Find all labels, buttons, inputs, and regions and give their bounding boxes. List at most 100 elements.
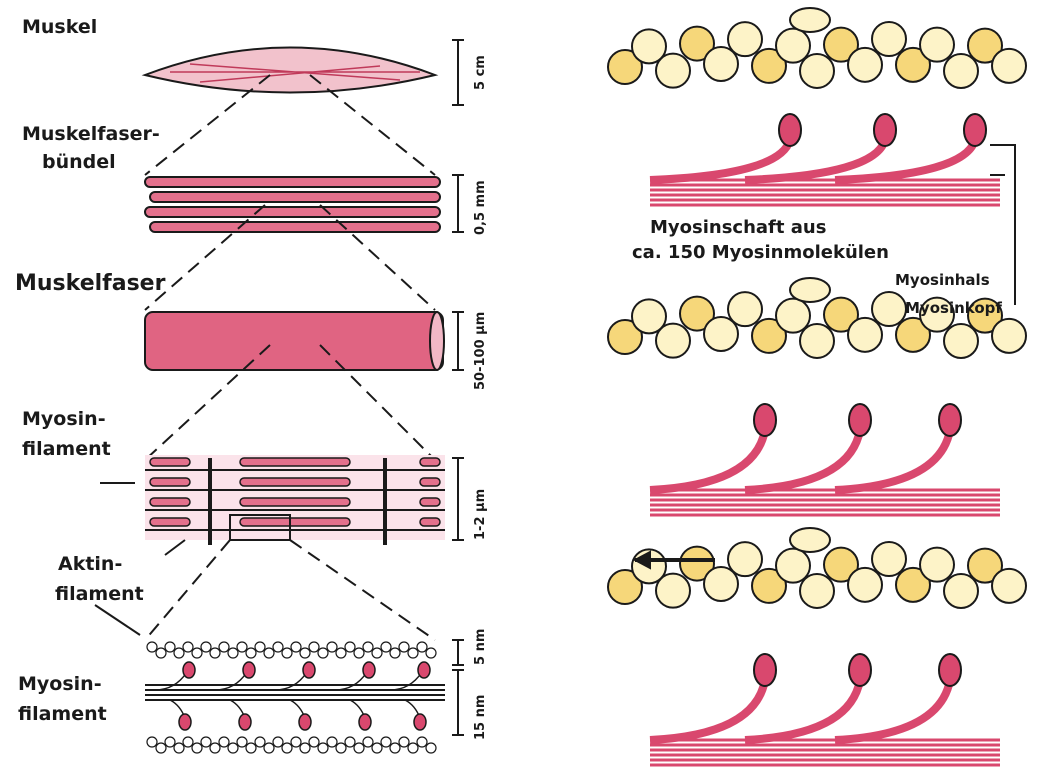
- myosin-neck: [649, 679, 769, 744]
- actin-bead: [416, 736, 428, 748]
- myosin-neck: [649, 429, 769, 494]
- actin-bead: [155, 647, 167, 659]
- actin-bead: [398, 736, 410, 748]
- actin-bead: [344, 736, 356, 748]
- actin-bead: [173, 742, 185, 754]
- actin-bead: [182, 736, 194, 748]
- label-myosinkopf: Myosinkopf: [905, 299, 1002, 317]
- myosin-head: [963, 113, 987, 147]
- actin-bead: [308, 736, 320, 748]
- actin-bead: [326, 641, 338, 653]
- actin-bead: [967, 297, 1003, 334]
- actin-bead: [727, 541, 763, 578]
- actin-filaments: [146, 641, 437, 754]
- actin-bead: [407, 742, 419, 754]
- actin-bead: [191, 647, 203, 659]
- myosin-head: [873, 113, 897, 147]
- actin-bead: [155, 742, 167, 754]
- label-buendel: Muskelfaser-: [22, 123, 160, 145]
- label-myosin: Myosin-: [22, 408, 106, 430]
- actin-bead: [371, 647, 383, 659]
- actin-bead: [679, 545, 715, 582]
- myosin-head: [413, 713, 427, 731]
- actin-bead: [227, 742, 239, 754]
- actin-bead: [380, 736, 392, 748]
- actin-bead: [236, 641, 248, 653]
- actin-bead: [631, 28, 667, 65]
- actin-bead: [967, 547, 1003, 584]
- actin-bead: [679, 295, 715, 332]
- myosin-head: [178, 713, 192, 731]
- actin-bead: [703, 45, 739, 82]
- actin-bead: [317, 742, 329, 754]
- actin-bead: [218, 641, 230, 653]
- actin-bead: [362, 736, 374, 748]
- myosin-neck: [744, 679, 864, 744]
- actin-bead: [751, 567, 787, 604]
- actin-bead: [751, 317, 787, 354]
- actin-bead: [272, 736, 284, 748]
- actin-bead: [655, 322, 691, 359]
- actin-bead: [290, 736, 302, 748]
- myosin-head: [848, 653, 872, 687]
- actin-bead: [308, 641, 320, 653]
- actin-bead: [353, 742, 365, 754]
- actin-bead: [389, 742, 401, 754]
- actin-bead: [871, 541, 907, 578]
- actin-bead: [200, 641, 212, 653]
- actin-bead: [823, 296, 859, 333]
- actin-bead: [895, 316, 931, 353]
- label-pointers: [990, 144, 1016, 305]
- label-myosinhals: Myosinhals: [895, 271, 990, 289]
- myosin-head: [302, 661, 316, 679]
- actin-bead: [775, 27, 811, 64]
- label-aktin-2: filament: [55, 583, 144, 605]
- myosin-neck: [274, 671, 308, 691]
- myosin-neck: [154, 671, 188, 691]
- actin-bead: [254, 736, 266, 748]
- muscle-fiber: [144, 311, 444, 371]
- actin-bead: [245, 647, 257, 659]
- actin-bead: [164, 736, 176, 748]
- scale-50-100um: 50-100 µm: [473, 312, 488, 390]
- label-myosinschaft: Myosinschaft aus: [650, 217, 826, 238]
- actin-bead: [703, 565, 739, 602]
- actin-bead: [245, 742, 257, 754]
- myosin-neck: [834, 429, 954, 494]
- myosin-head: [417, 661, 431, 679]
- scale-5cm: 5 cm: [473, 55, 488, 90]
- label-myosinschaft-2: ca. 150 Myosinmolekülen: [632, 242, 889, 263]
- myosin-head: [238, 713, 252, 731]
- actin-bead: [799, 52, 835, 89]
- myosin-neck: [649, 138, 794, 184]
- actin-bead: [335, 647, 347, 659]
- actin-bead: [751, 47, 787, 84]
- myosin-neck: [389, 671, 423, 691]
- actin-bead: [164, 641, 176, 653]
- label-myosin-2: filament: [22, 438, 111, 460]
- actin-bead: [209, 742, 221, 754]
- fiber-bundle: [144, 176, 441, 233]
- myosin-head: [938, 653, 962, 687]
- actin-bead: [191, 742, 203, 754]
- myosin-head: [778, 113, 802, 147]
- actin-bead: [182, 641, 194, 653]
- actin-bead: [209, 647, 221, 659]
- actin-bead: [607, 319, 643, 355]
- actin-bead: [173, 647, 185, 659]
- label-aktin: Aktin-: [58, 553, 122, 575]
- actin-bead: [416, 641, 428, 653]
- actin-bead: [290, 641, 302, 653]
- actin-bead: [353, 647, 365, 659]
- actin-bead: [919, 546, 955, 583]
- actin-bead: [389, 647, 401, 659]
- actin-bead: [799, 322, 835, 359]
- label-myosin-detail-2: filament: [18, 703, 107, 725]
- actin-bead: [281, 742, 293, 754]
- actin-bead: [823, 546, 859, 583]
- myosin-head: [938, 403, 962, 437]
- actin-bead: [344, 641, 356, 653]
- actin-bead: [398, 641, 410, 653]
- actin-bead: [299, 742, 311, 754]
